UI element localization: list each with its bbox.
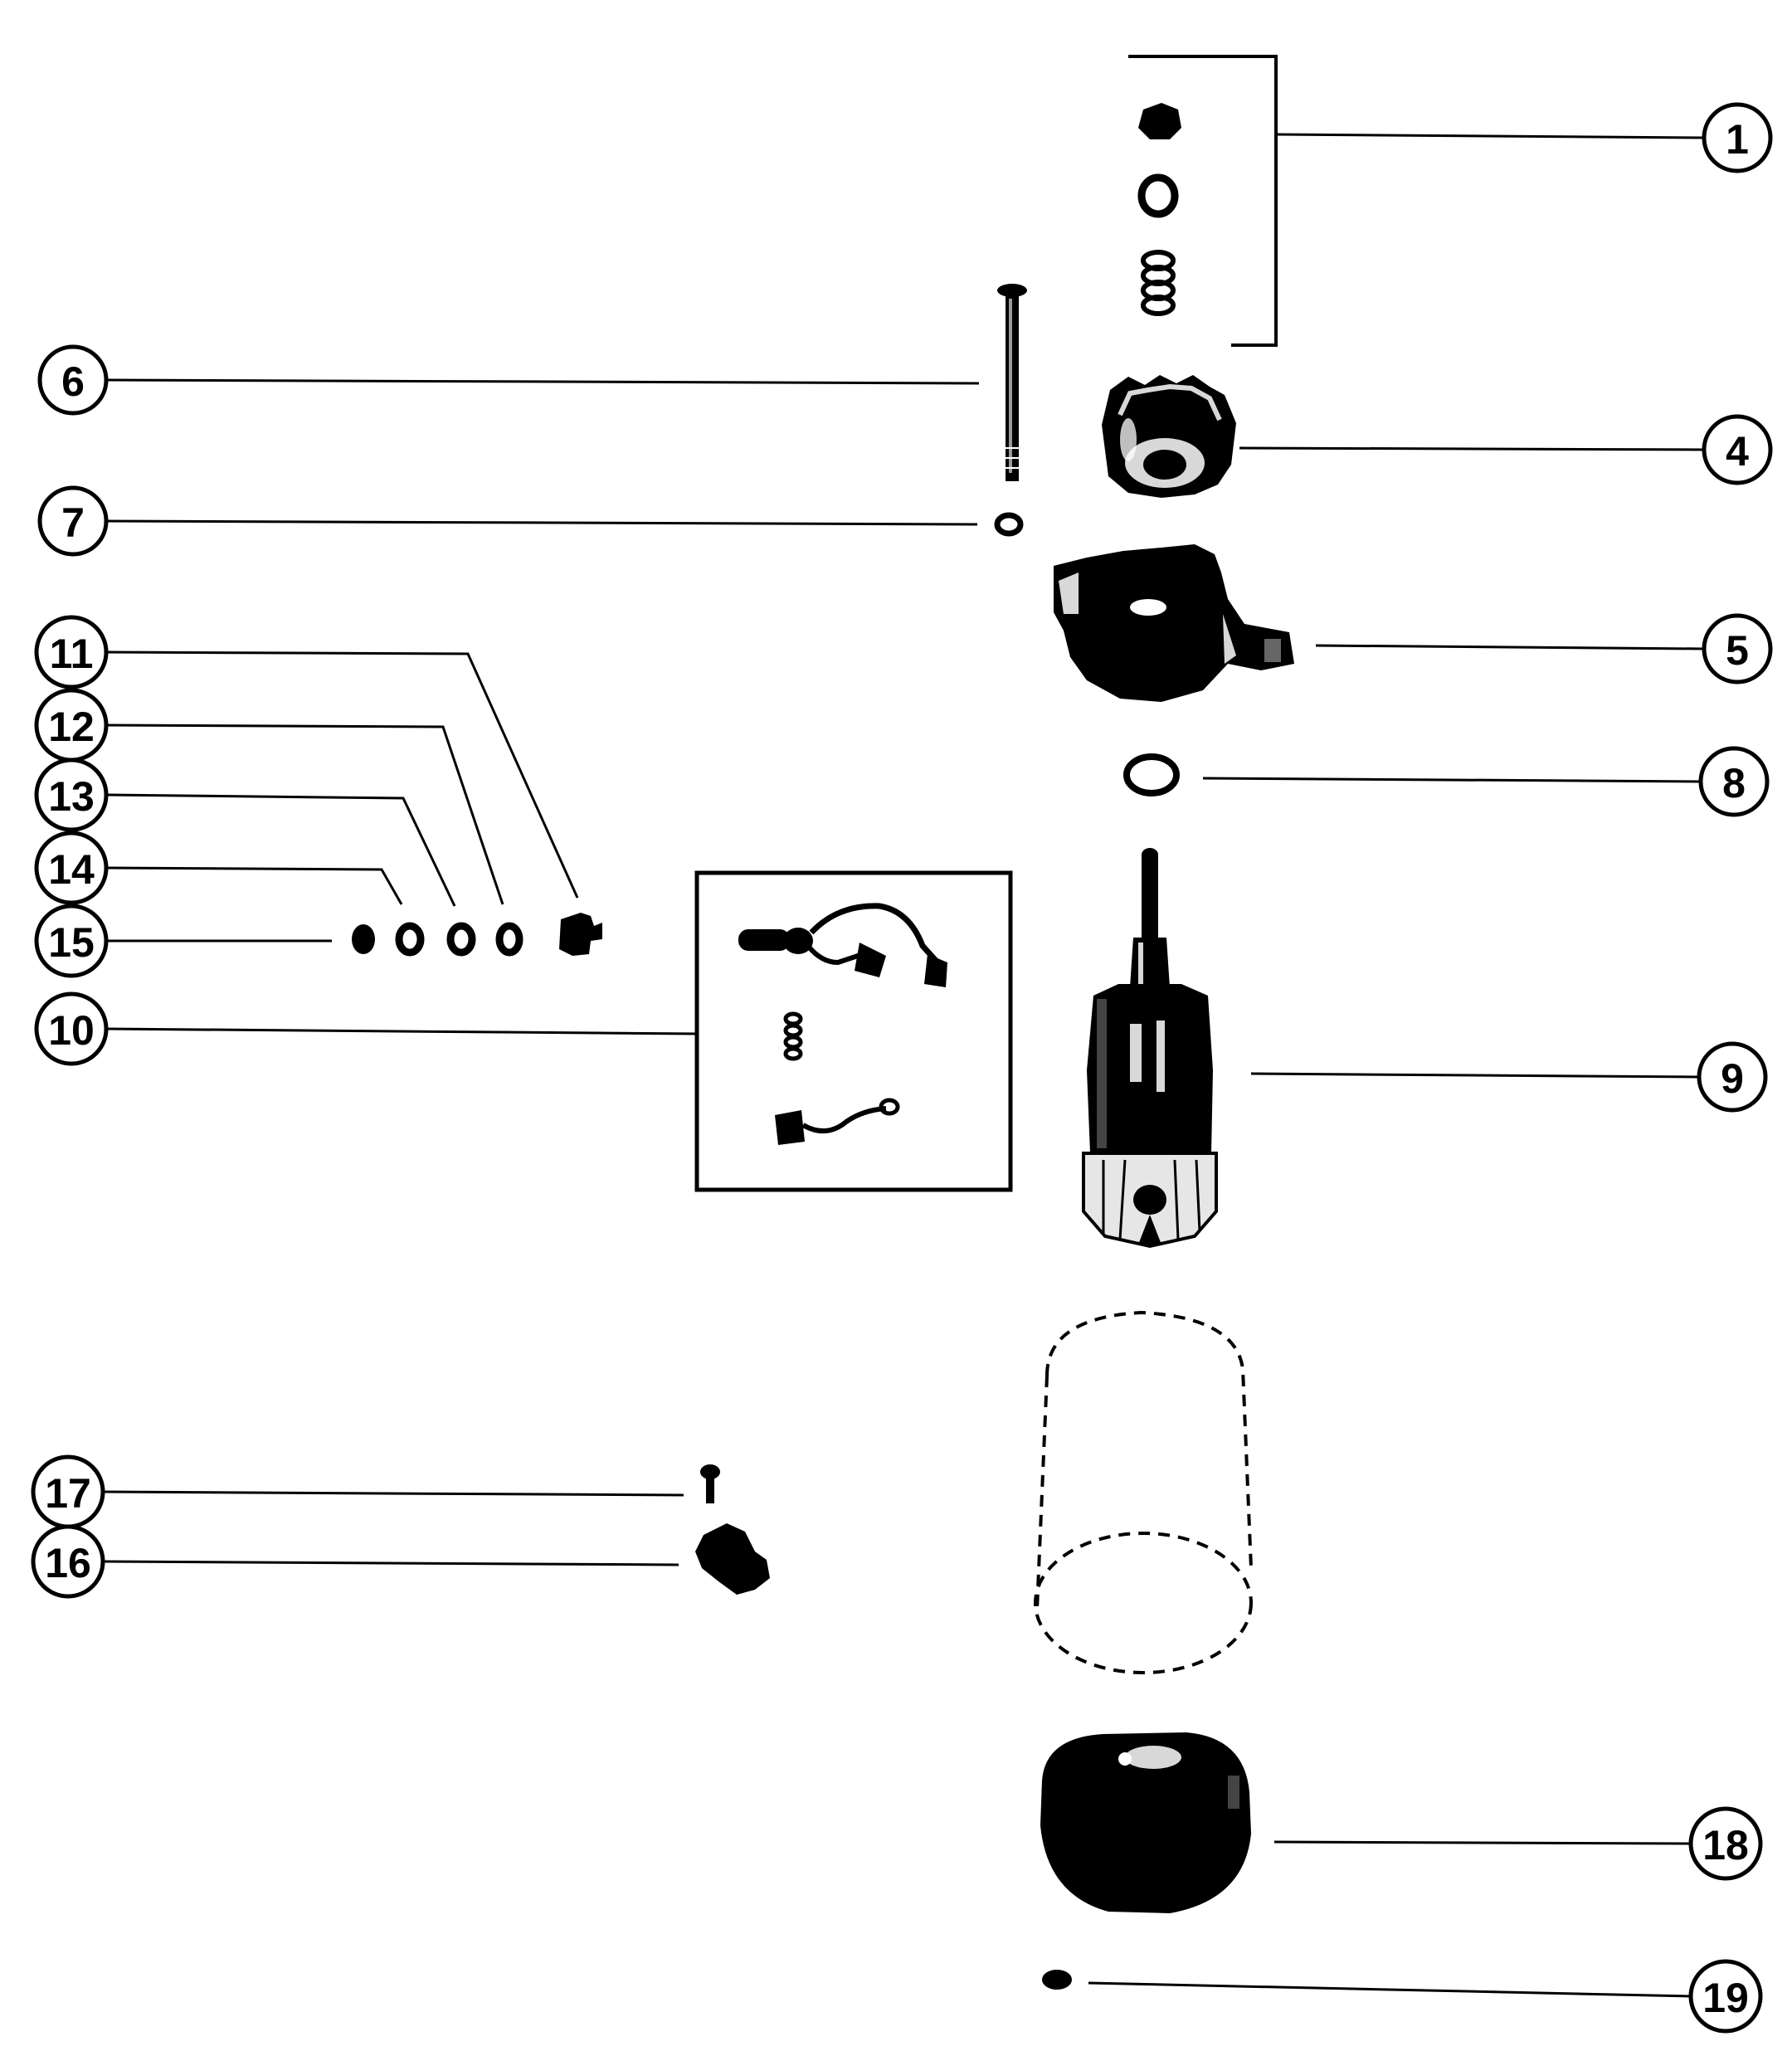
callout-11-label: 11 [50, 631, 94, 677]
phantom-frame-outline [1034, 1310, 1253, 1674]
part-19-nut [1042, 1970, 1072, 1990]
leader-lines [104, 55, 1705, 1998]
leader-9 [1250, 1072, 1698, 1079]
leader-11 [105, 650, 579, 899]
callout-13-label: 13 [48, 773, 95, 820]
callout-4-circle [1702, 414, 1773, 485]
part-13-washer [446, 922, 476, 957]
callout-13-circle [34, 758, 109, 832]
part-14-lockwasher [395, 922, 425, 957]
part-10-brush-kit [694, 870, 1013, 1192]
part-1-nut [1138, 103, 1181, 139]
leader-1 [1128, 55, 1278, 347]
callout-4-label: 4 [1726, 428, 1749, 475]
leader-5 [1315, 644, 1705, 650]
callout-9-circle [1697, 1041, 1768, 1113]
leader-18 [1273, 1840, 1692, 1845]
callout-9-label: 9 [1721, 1055, 1744, 1102]
leader-10 [105, 1027, 698, 1035]
callout-8-circle [1698, 746, 1770, 817]
callout-11-circle [34, 615, 109, 689]
leader-7 [105, 519, 978, 526]
part-7-washer [994, 512, 1024, 537]
leader-12 [105, 723, 504, 905]
part-8-o-ring [1123, 753, 1180, 797]
part-6-thru-bolt [997, 284, 1027, 481]
callout-8-label: 8 [1722, 760, 1746, 806]
leader-17 [104, 1490, 684, 1497]
part-11-insulator [559, 913, 602, 956]
callout-7-label: 7 [61, 499, 85, 546]
part-16-cover [695, 1523, 770, 1595]
leader-4 [1239, 446, 1705, 451]
callout-circles [31, 102, 1773, 2034]
part-17-screw [700, 1464, 720, 1503]
callout-12-label: 12 [48, 704, 95, 750]
callout-1-label: 1 [1726, 116, 1749, 163]
leader-19 [1088, 1981, 1692, 1998]
callout-10-label: 10 [48, 1007, 95, 1054]
callout-16-label: 16 [45, 1540, 91, 1586]
part-9-armature [1082, 848, 1218, 1249]
leader-1-arm [1275, 133, 1705, 139]
parts-11-15-terminal-hardware [352, 913, 602, 957]
callout-18-label: 18 [1702, 1822, 1749, 1868]
part-12-washer [495, 922, 523, 957]
leader-6 [105, 378, 980, 385]
part-1-washer [1137, 173, 1179, 218]
part-4-drive-gear [1102, 375, 1236, 498]
part-1-hardware-group [1137, 103, 1181, 316]
callout-6-circle [37, 344, 109, 416]
callout-16-circle [31, 1524, 105, 1599]
part-5-drive-end-cap [1054, 544, 1294, 702]
callout-5-label: 5 [1726, 627, 1749, 674]
leader-8 [1202, 777, 1702, 783]
callout-5-circle [1702, 613, 1773, 684]
callout-17-label: 17 [45, 1470, 91, 1517]
callout-14-circle [34, 831, 109, 905]
callout-10-circle [34, 991, 109, 1066]
callout-7-circle [37, 485, 109, 557]
callout-1-circle [1702, 102, 1773, 173]
callout-15-circle [34, 904, 109, 978]
part-15-nut [352, 924, 375, 954]
callout-18-circle [1688, 1806, 1763, 1881]
callout-14-label: 14 [48, 846, 95, 893]
callout-6-label: 6 [61, 358, 85, 405]
part-1-spring [1141, 250, 1176, 316]
callout-labels: 1 4 5 6 7 8 9 10 11 12 13 14 15 16 17 18… [45, 116, 1749, 2021]
leader-14 [105, 866, 403, 905]
callout-15-label: 15 [48, 919, 95, 966]
callout-19-label: 19 [1702, 1975, 1749, 2021]
leader-16 [104, 1560, 679, 1566]
leader-13 [105, 793, 456, 907]
part-18-commutator-end-cap [1040, 1732, 1251, 1913]
callout-19-circle [1688, 1959, 1763, 2034]
